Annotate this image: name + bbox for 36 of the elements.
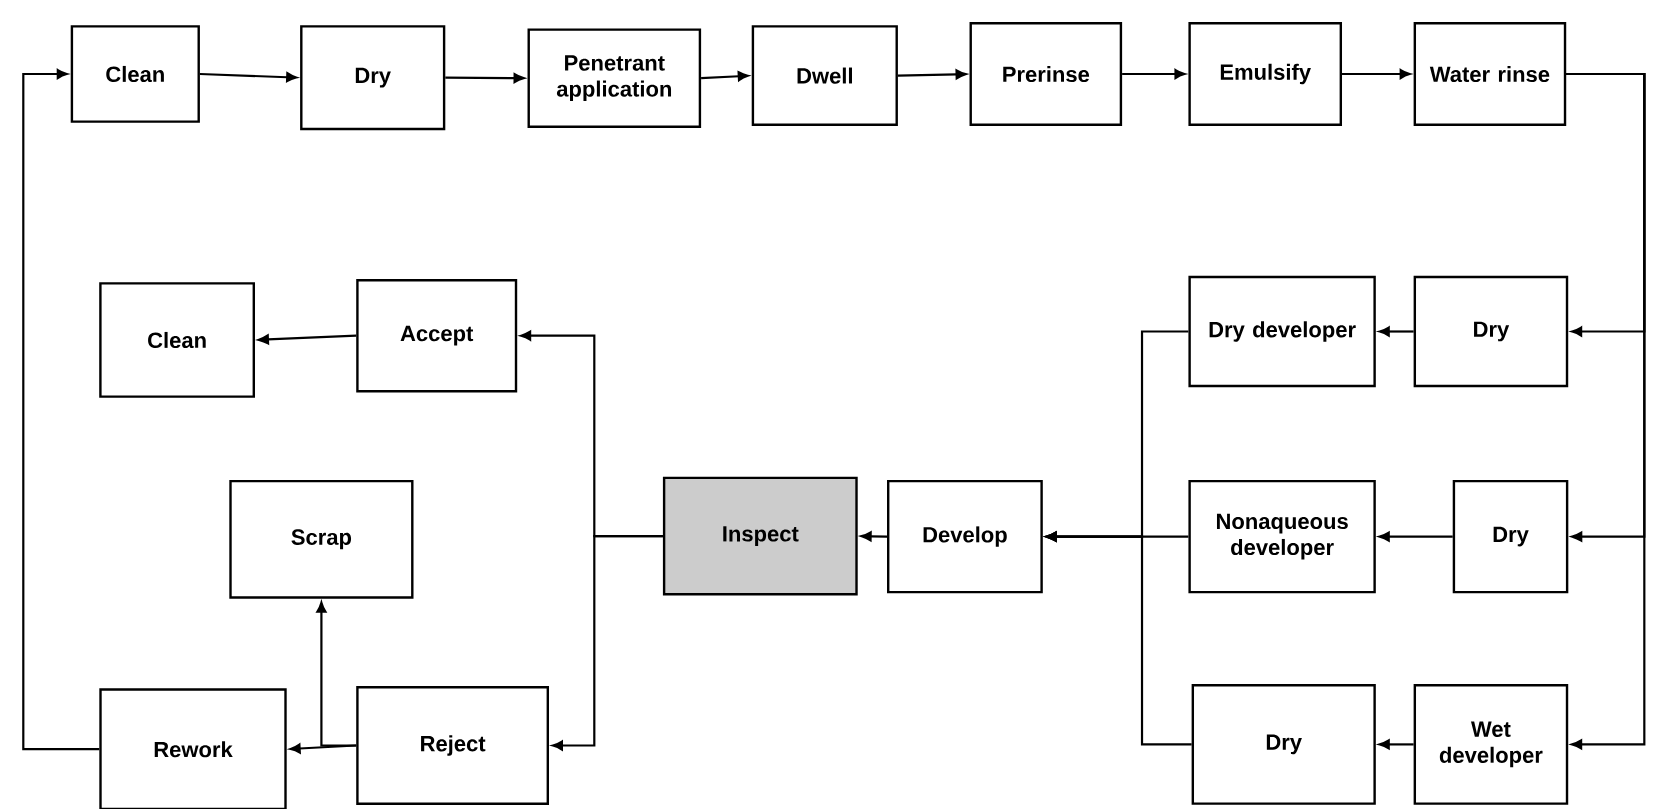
process-box: Dry xyxy=(300,25,446,131)
process-box: Dry developer xyxy=(1188,275,1376,388)
process-box: Emulsify xyxy=(1188,22,1342,126)
process-box: Nonaqueous developer xyxy=(1188,479,1376,594)
process-box: Water rinse xyxy=(1413,22,1567,126)
process-box: Dry xyxy=(1191,684,1376,805)
process-box: Rework xyxy=(99,688,287,809)
process-box: Clean xyxy=(70,25,200,123)
inspect-box: Inspect xyxy=(662,476,858,596)
arrow xyxy=(445,73,525,84)
arrow xyxy=(897,69,967,80)
arrow xyxy=(316,601,357,747)
arrow xyxy=(1045,531,1192,746)
arrow xyxy=(1378,326,1414,337)
process-box: Dry xyxy=(1452,479,1569,594)
arrow xyxy=(1342,68,1411,80)
process-box: Clean xyxy=(99,282,255,398)
process-box: Accept xyxy=(356,279,518,393)
process-box: Penetrant application xyxy=(527,28,702,128)
arrow xyxy=(860,531,888,542)
arrow xyxy=(257,334,357,345)
process-box: Wet developer xyxy=(1413,684,1569,805)
process-box: Develop xyxy=(887,479,1043,594)
arrow xyxy=(701,71,749,82)
arrow xyxy=(199,72,298,83)
arrow xyxy=(22,68,100,751)
process-box: Dry xyxy=(1413,275,1569,388)
arrow xyxy=(1378,739,1414,750)
process-box: Dwell xyxy=(751,25,898,126)
process-box: Reject xyxy=(356,686,549,805)
process-box: Scrap xyxy=(229,479,414,599)
arrow xyxy=(551,535,663,751)
arrow xyxy=(1122,68,1186,80)
process-box: Prerinse xyxy=(969,22,1123,126)
arrow xyxy=(1566,72,1646,750)
arrow xyxy=(1378,531,1453,542)
